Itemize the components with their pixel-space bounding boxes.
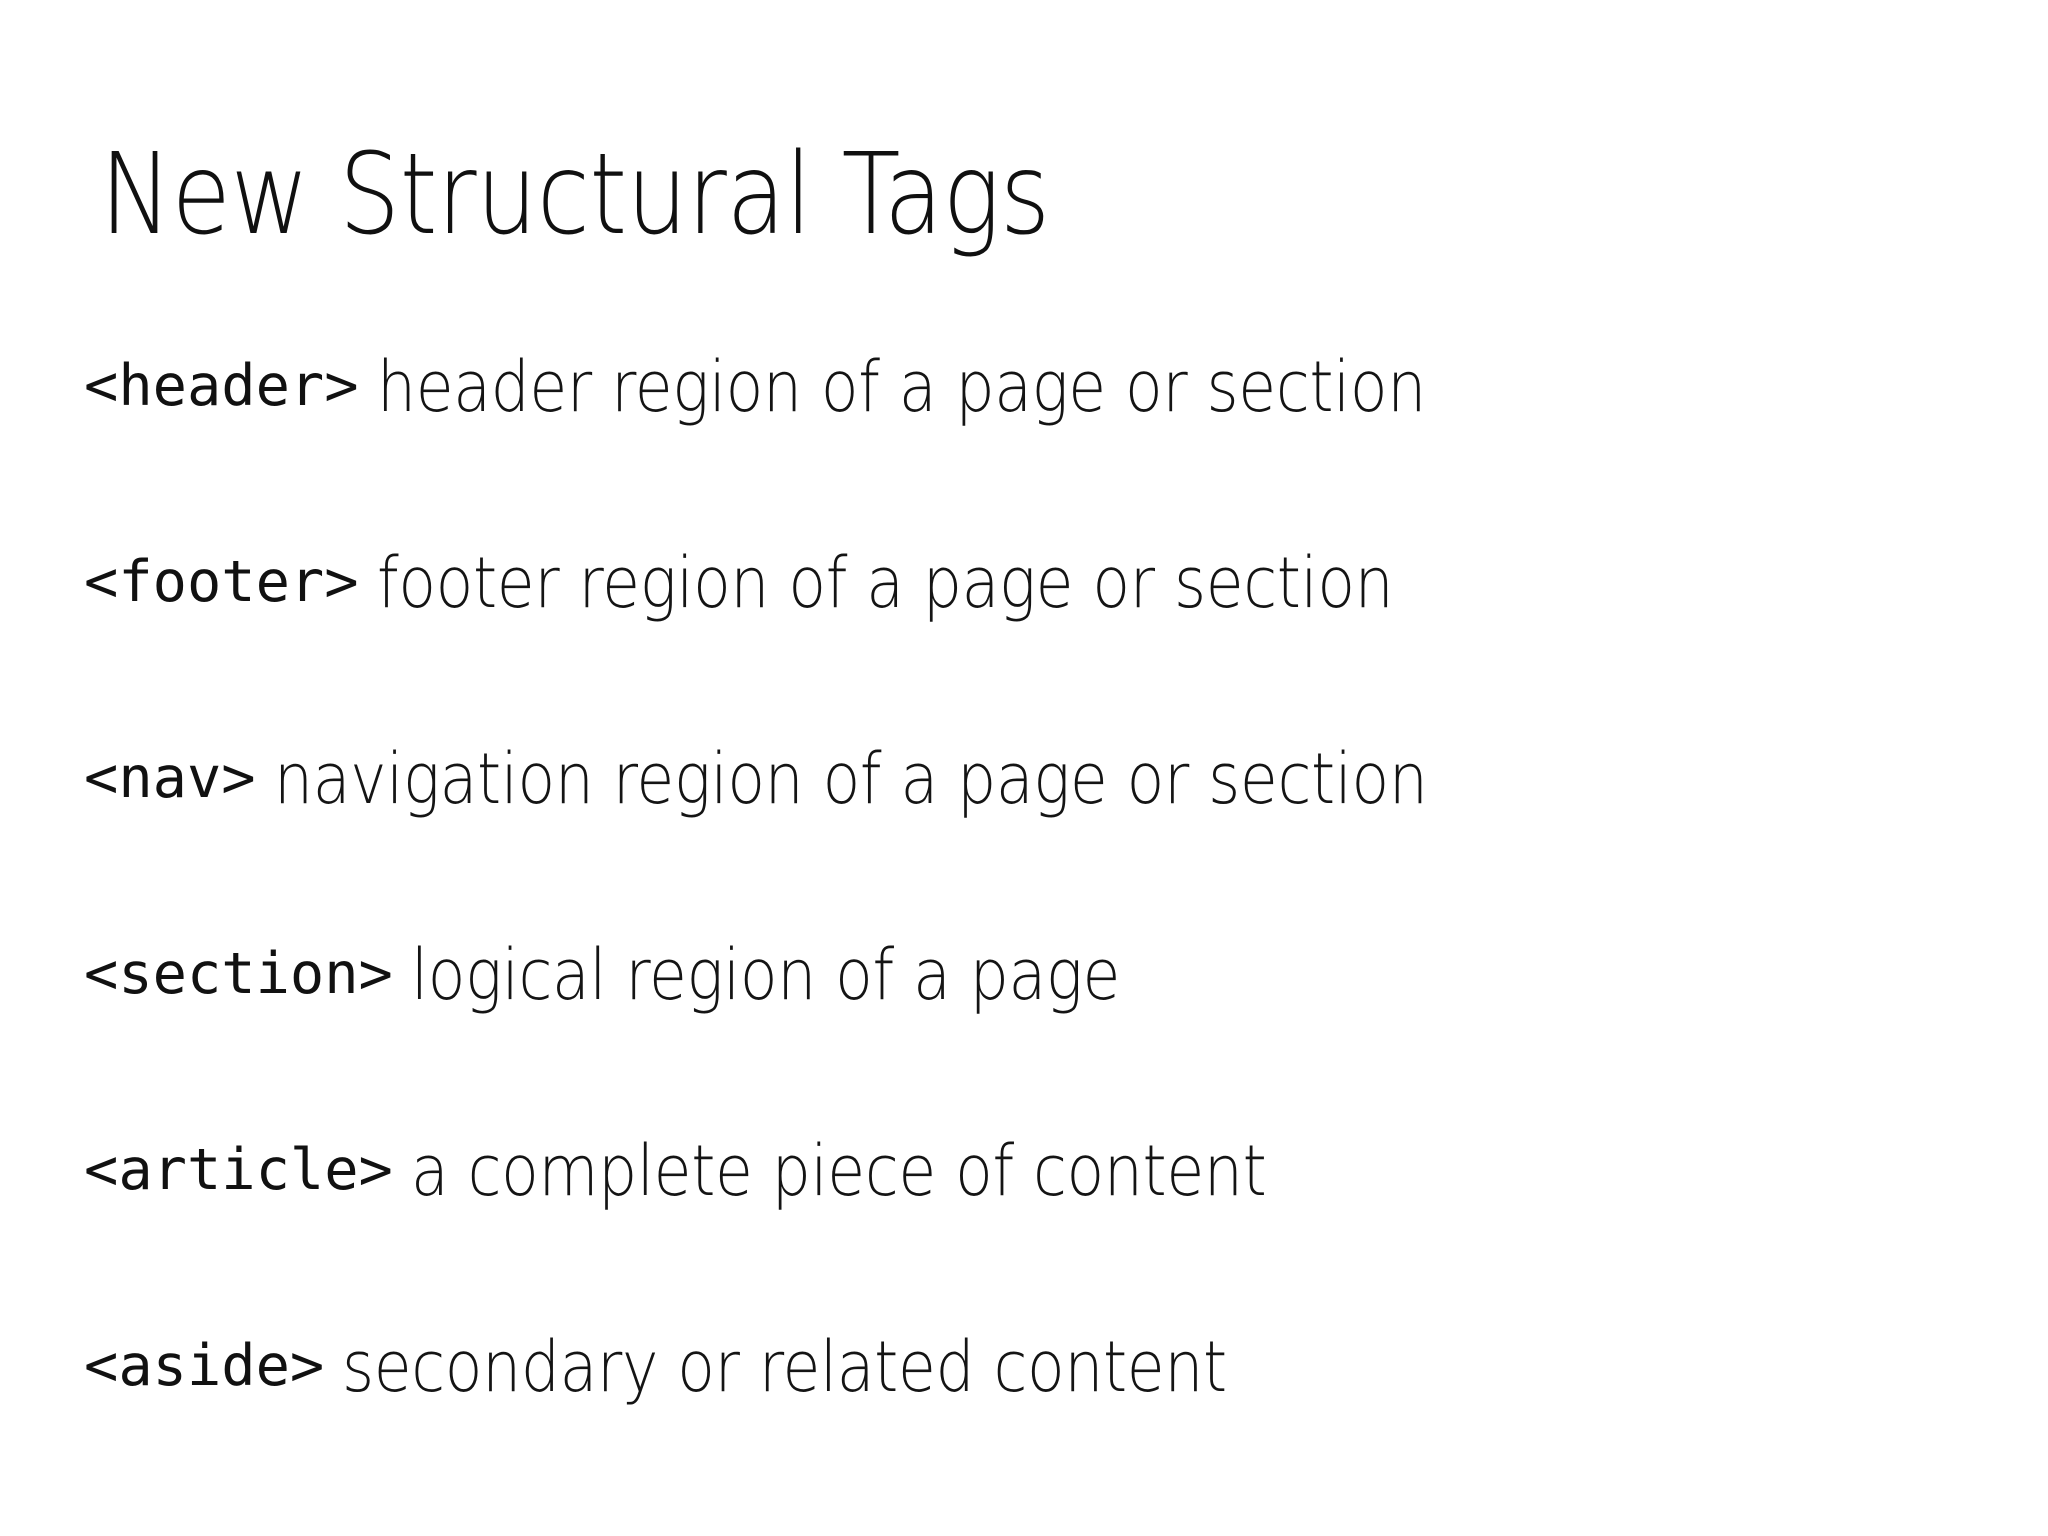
tag-description-header: header region of a page or section	[376, 346, 1426, 428]
tag-description-article: a complete piece of content	[410, 1130, 1267, 1212]
tag-code-article: <article>	[84, 1137, 393, 1203]
page-title: New Structural Tags	[100, 130, 1050, 261]
list-item: <section> logical region of a page	[84, 940, 1984, 1136]
tag-description-nav: navigation region of a page or section	[273, 738, 1428, 820]
tag-description-aside: secondary or related content	[342, 1326, 1228, 1408]
tag-code-nav: <nav>	[84, 745, 256, 811]
tag-code-header: <header>	[84, 353, 359, 419]
list-item: <aside> secondary or related content	[84, 1332, 1984, 1528]
tag-description-section: logical region of a page	[410, 934, 1120, 1016]
structural-tag-list: <header> header region of a page or sect…	[84, 352, 1984, 1528]
list-item: <article> a complete piece of content	[84, 1136, 1984, 1332]
tag-code-footer: <footer>	[84, 549, 359, 615]
tag-code-aside: <aside>	[84, 1333, 325, 1399]
list-item: <header> header region of a page or sect…	[84, 352, 1984, 548]
list-item: <footer> footer region of a page or sect…	[84, 548, 1984, 744]
tag-description-footer: footer region of a page or section	[376, 542, 1394, 624]
list-item: <nav> navigation region of a page or sec…	[84, 744, 1984, 940]
tag-code-section: <section>	[84, 941, 393, 1007]
